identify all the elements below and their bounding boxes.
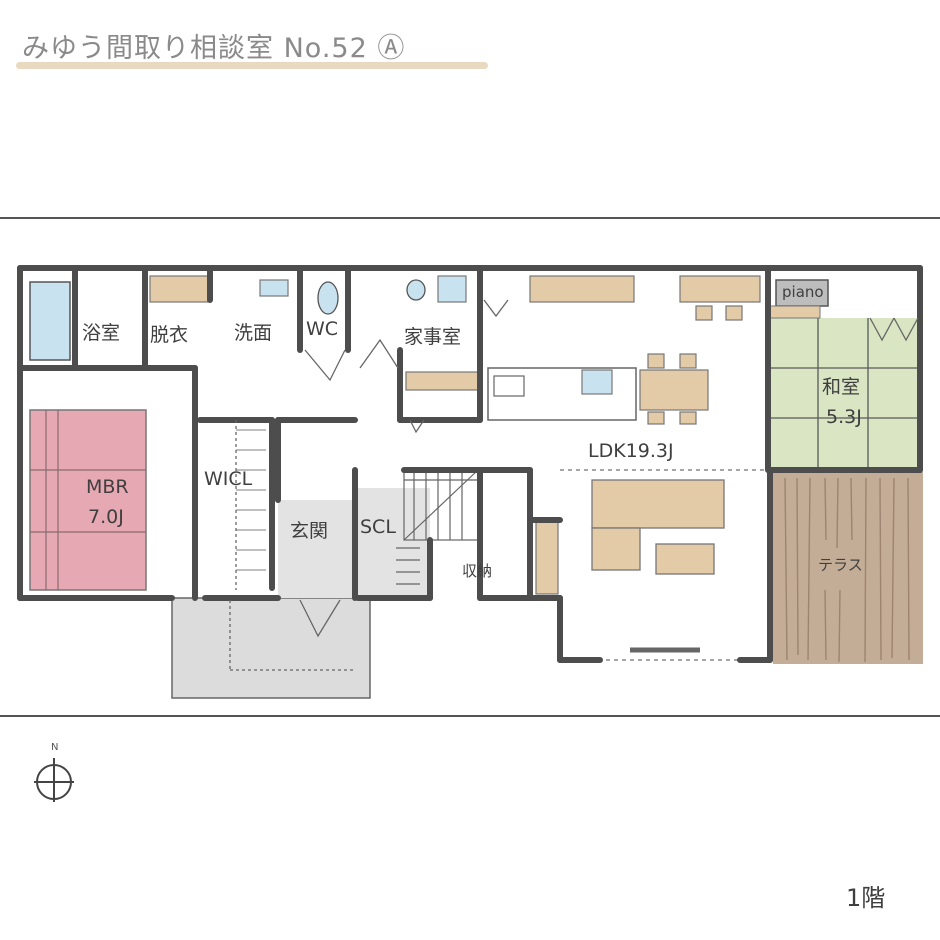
tatami-area bbox=[768, 318, 920, 468]
page-title: みゆう間取り相談室 No.52 Ⓐ bbox=[22, 33, 406, 64]
utility-toilet-icon bbox=[406, 279, 426, 301]
bath-tub-icon bbox=[29, 281, 71, 361]
room-label-dressing: 脱衣 bbox=[150, 324, 189, 346]
bed-lines bbox=[30, 410, 146, 590]
toilet-icon bbox=[317, 281, 339, 315]
room-label-terrace: テラス bbox=[818, 556, 863, 574]
piano-label: piano bbox=[782, 283, 824, 301]
room-label-washitsu-size: 5.3J bbox=[826, 406, 862, 428]
room-label-washitsu-name: 和室 bbox=[822, 376, 861, 398]
room-label-wc: WC bbox=[306, 318, 339, 340]
dining-set bbox=[639, 305, 743, 425]
sofa-set bbox=[591, 479, 725, 575]
room-label-mbr-size: 7.0J bbox=[88, 506, 124, 528]
north-label: N bbox=[51, 742, 59, 753]
piano-icon bbox=[775, 279, 829, 307]
room-label-ldk: LDK19.3J bbox=[588, 440, 674, 462]
room-label-wicl: WICL bbox=[204, 468, 253, 490]
kitchen-island bbox=[487, 367, 637, 421]
walls bbox=[17, 265, 923, 663]
room-label-scl: SCL bbox=[360, 516, 396, 538]
wicl-hangers bbox=[236, 429, 266, 571]
room-label-entrance: 玄関 bbox=[290, 520, 329, 542]
counters bbox=[149, 275, 761, 595]
floor-label: 1階 bbox=[846, 884, 886, 912]
bed bbox=[29, 409, 147, 591]
room-label-washroom: 洗面 bbox=[234, 322, 273, 344]
room-label-mbr-name: MBR bbox=[86, 476, 129, 498]
doors bbox=[229, 299, 919, 671]
piano-base bbox=[769, 305, 821, 319]
scl-shelves bbox=[396, 547, 420, 585]
stove-icon bbox=[493, 375, 525, 397]
scl-floor bbox=[358, 488, 430, 598]
terrace-boards bbox=[784, 477, 910, 663]
title-underline bbox=[16, 62, 488, 69]
entrance-floor bbox=[278, 500, 358, 598]
room-label-storage: 収納 bbox=[462, 562, 493, 580]
tatami-lines bbox=[768, 318, 920, 468]
room-label-utility: 家事室 bbox=[404, 326, 462, 348]
room-label-bath: 浴室 bbox=[82, 322, 121, 344]
entrance-porch bbox=[171, 597, 371, 699]
north-arrow-icon bbox=[34, 758, 74, 802]
